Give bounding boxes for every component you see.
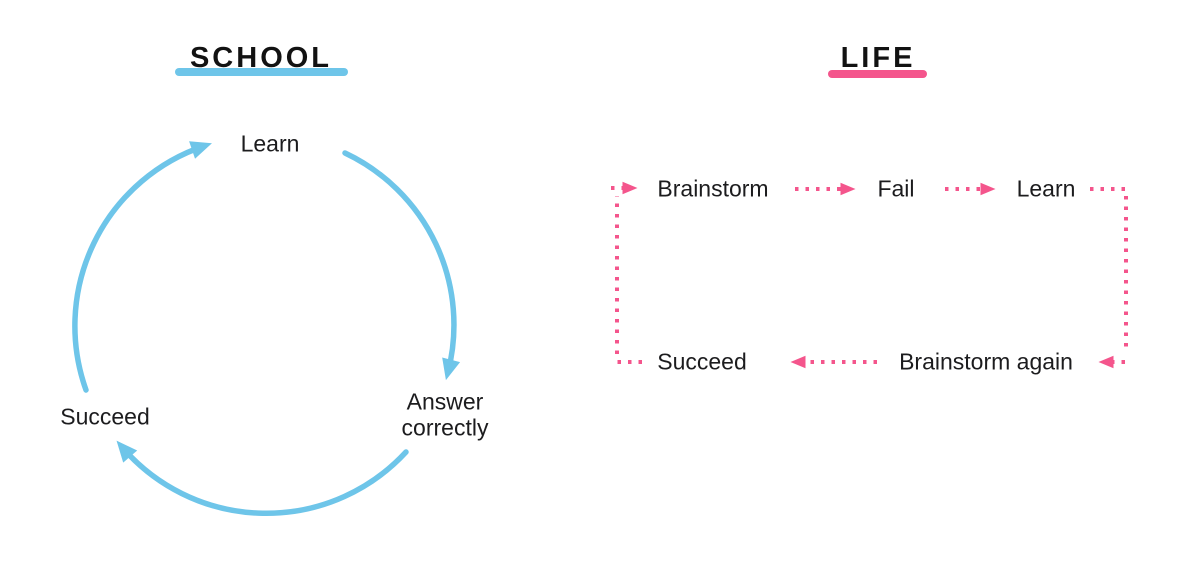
life-node-succeed: Succeed (657, 348, 747, 375)
life-node-brainstorm-again: Brainstorm again (899, 348, 1073, 375)
life-node-brainstorm: Brainstorm (657, 175, 769, 202)
life-node-learn: Learn (1016, 175, 1076, 202)
school-node-answer-correctly: Answer correctly (401, 388, 489, 440)
life-title: LIFE (840, 42, 916, 74)
arc-answer-to-succeed (116, 440, 409, 517)
arc-learn-to-answer (342, 150, 461, 381)
school-node-succeed: Succeed (60, 403, 150, 430)
school-title: SCHOOL (189, 42, 333, 74)
life-loop-arrows (611, 181, 1128, 369)
school-cycle-arrows (72, 141, 461, 517)
life-title-highlight (828, 70, 927, 78)
school-node-learn: Learn (240, 130, 300, 157)
arc-succeed-to-learn (72, 141, 212, 393)
school-title-highlight (175, 68, 348, 76)
life-node-fail: Fail (877, 175, 915, 202)
